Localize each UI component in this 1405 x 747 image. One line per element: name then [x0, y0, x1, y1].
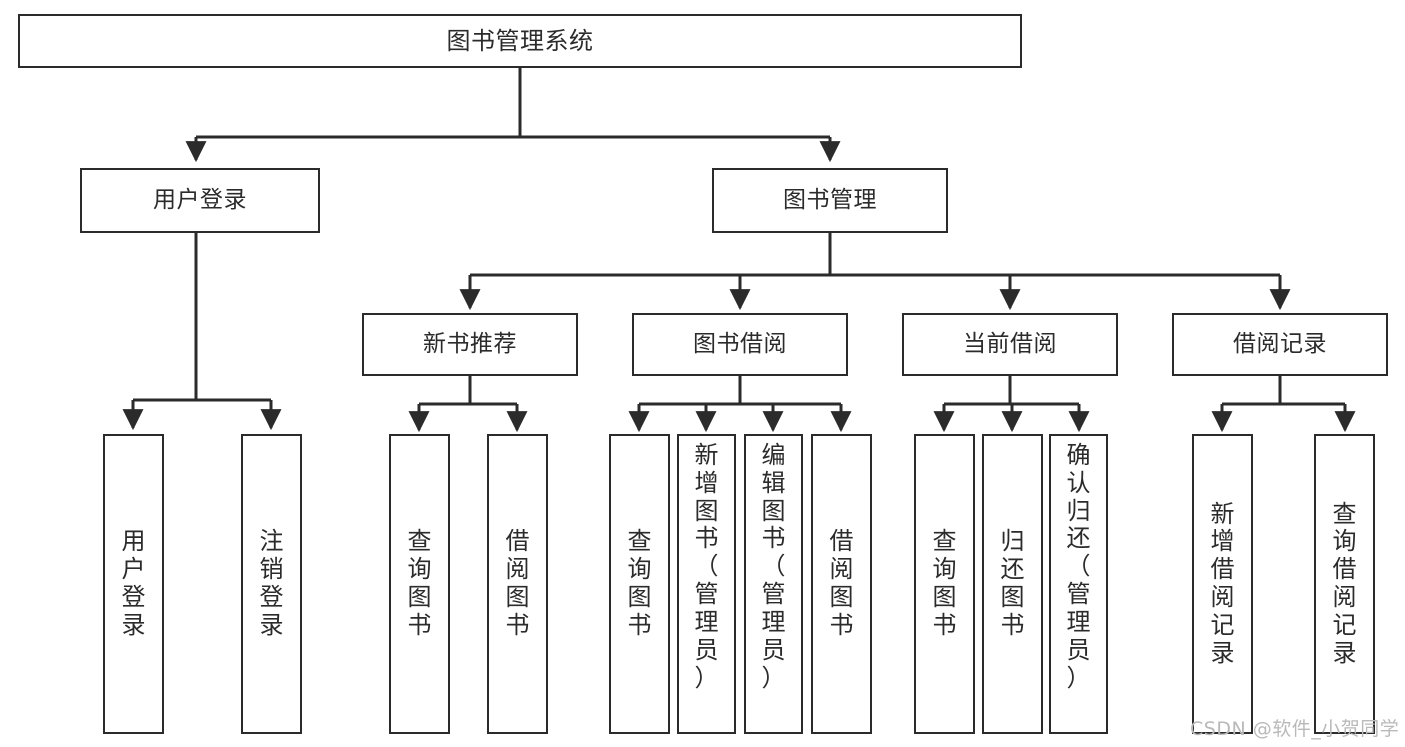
node-label: 确认归还（管理员） — [1066, 441, 1091, 692]
node-new-book-recommend[interactable]: 新书推荐 — [362, 313, 578, 376]
node-leaf-user-login[interactable]: 用户登录 — [103, 434, 164, 734]
node-label: 用户登录 — [153, 187, 247, 213]
node-book-management[interactable]: 图书管理 — [712, 168, 948, 233]
node-leaf-logout-login[interactable]: 注销登录 — [241, 434, 302, 734]
node-label: 查询图书 — [407, 527, 432, 639]
node-leaf-query-book-2[interactable]: 查询图书 — [609, 434, 670, 734]
node-leaf-query-book-3[interactable]: 查询图书 — [914, 434, 975, 734]
node-label: 当前借阅 — [963, 331, 1057, 357]
node-leaf-query-borrow-record[interactable]: 查询借阅记录 — [1314, 434, 1375, 734]
node-leaf-edit-book-admin[interactable]: 编辑图书（管理员） — [744, 434, 803, 734]
node-book-management-system[interactable]: 图书管理系统 — [18, 14, 1022, 68]
node-label: 新增图书（管理员） — [694, 441, 719, 692]
node-label: 归还图书 — [1000, 527, 1025, 639]
node-label: 查询图书 — [627, 527, 652, 639]
node-label: 新增借阅记录 — [1210, 499, 1235, 667]
node-label: 编辑图书（管理员） — [761, 441, 786, 692]
node-borrow-record[interactable]: 借阅记录 — [1172, 313, 1388, 376]
node-leaf-add-book-admin[interactable]: 新增图书（管理员） — [677, 434, 736, 734]
node-leaf-confirm-return-admin[interactable]: 确认归还（管理员） — [1049, 434, 1108, 734]
node-label: 借阅图书 — [829, 527, 854, 639]
node-label: 新书推荐 — [423, 331, 517, 357]
node-current-borrow[interactable]: 当前借阅 — [902, 313, 1118, 376]
node-user-login[interactable]: 用户登录 — [80, 168, 320, 233]
node-label: 查询图书 — [932, 527, 957, 639]
node-leaf-return-book[interactable]: 归还图书 — [982, 434, 1043, 734]
node-label: 图书管理 — [783, 187, 877, 213]
node-leaf-borrow-book-1[interactable]: 借阅图书 — [487, 434, 548, 734]
node-label: 图书借阅 — [693, 331, 787, 357]
node-label: 借阅图书 — [505, 527, 530, 639]
node-label: 注销登录 — [259, 527, 284, 639]
node-leaf-query-book-1[interactable]: 查询图书 — [389, 434, 450, 734]
node-leaf-borrow-book-2[interactable]: 借阅图书 — [811, 434, 872, 734]
node-label: 借阅记录 — [1233, 331, 1327, 357]
node-label: 图书管理系统 — [446, 27, 594, 55]
node-label: 查询借阅记录 — [1332, 499, 1357, 667]
node-book-borrow[interactable]: 图书借阅 — [632, 313, 848, 376]
node-label: 用户登录 — [121, 527, 146, 639]
watermark-text: CSDN @软件_小贺同学 — [1190, 718, 1400, 740]
node-leaf-add-borrow-record[interactable]: 新增借阅记录 — [1192, 434, 1253, 734]
